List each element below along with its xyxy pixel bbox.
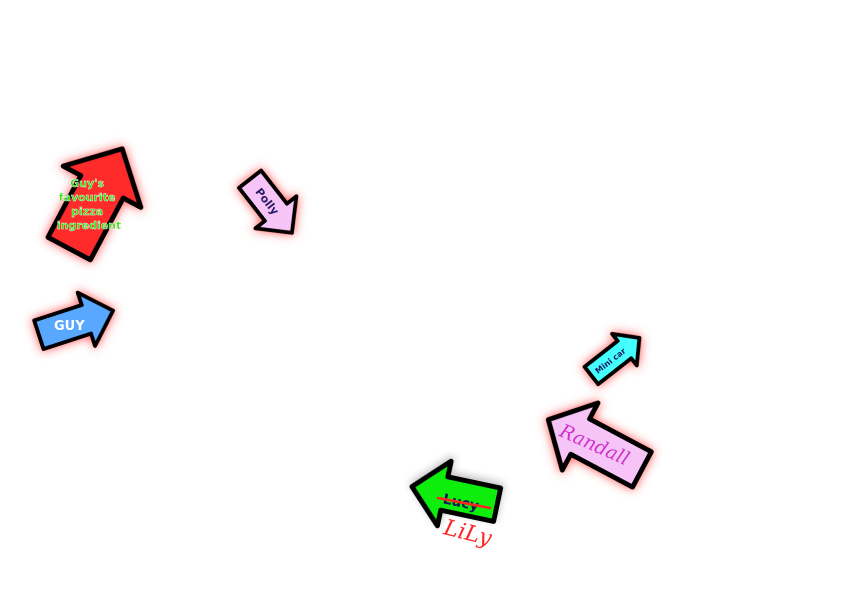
arrow-lucy-shape xyxy=(409,458,504,529)
lucy-strikethrough xyxy=(436,496,492,510)
arrow-guys-favourite-shape xyxy=(45,146,144,263)
svg-text:Guy's favourite: Guy's favourite pizza ingredient xyxy=(57,177,122,232)
label-line-1: Guy's xyxy=(70,177,104,190)
arrow-lucy[interactable] xyxy=(405,454,504,537)
arrow-guys-favourite[interactable] xyxy=(30,128,161,269)
arrow-mini-car-shape xyxy=(582,331,642,387)
label-line-3: pizza xyxy=(71,205,103,218)
arrow-guy[interactable]: GUY xyxy=(30,284,121,361)
arrow-mini-car[interactable]: Mini car xyxy=(579,322,652,391)
arrow-guys-favourite-label: Guy's favourite pizza ingredient xyxy=(57,177,122,232)
arrow-guy-label: GUY xyxy=(54,319,85,334)
arrow-randall[interactable] xyxy=(530,386,659,503)
arrow-randall-shape xyxy=(545,400,654,490)
label-line-4: ingredient xyxy=(57,219,122,232)
arrow-polly-shape xyxy=(237,168,299,235)
arrow-guy-shape xyxy=(32,290,116,352)
label-line-2: favourite xyxy=(59,191,116,204)
arrow-polly[interactable]: Polly xyxy=(230,163,313,249)
